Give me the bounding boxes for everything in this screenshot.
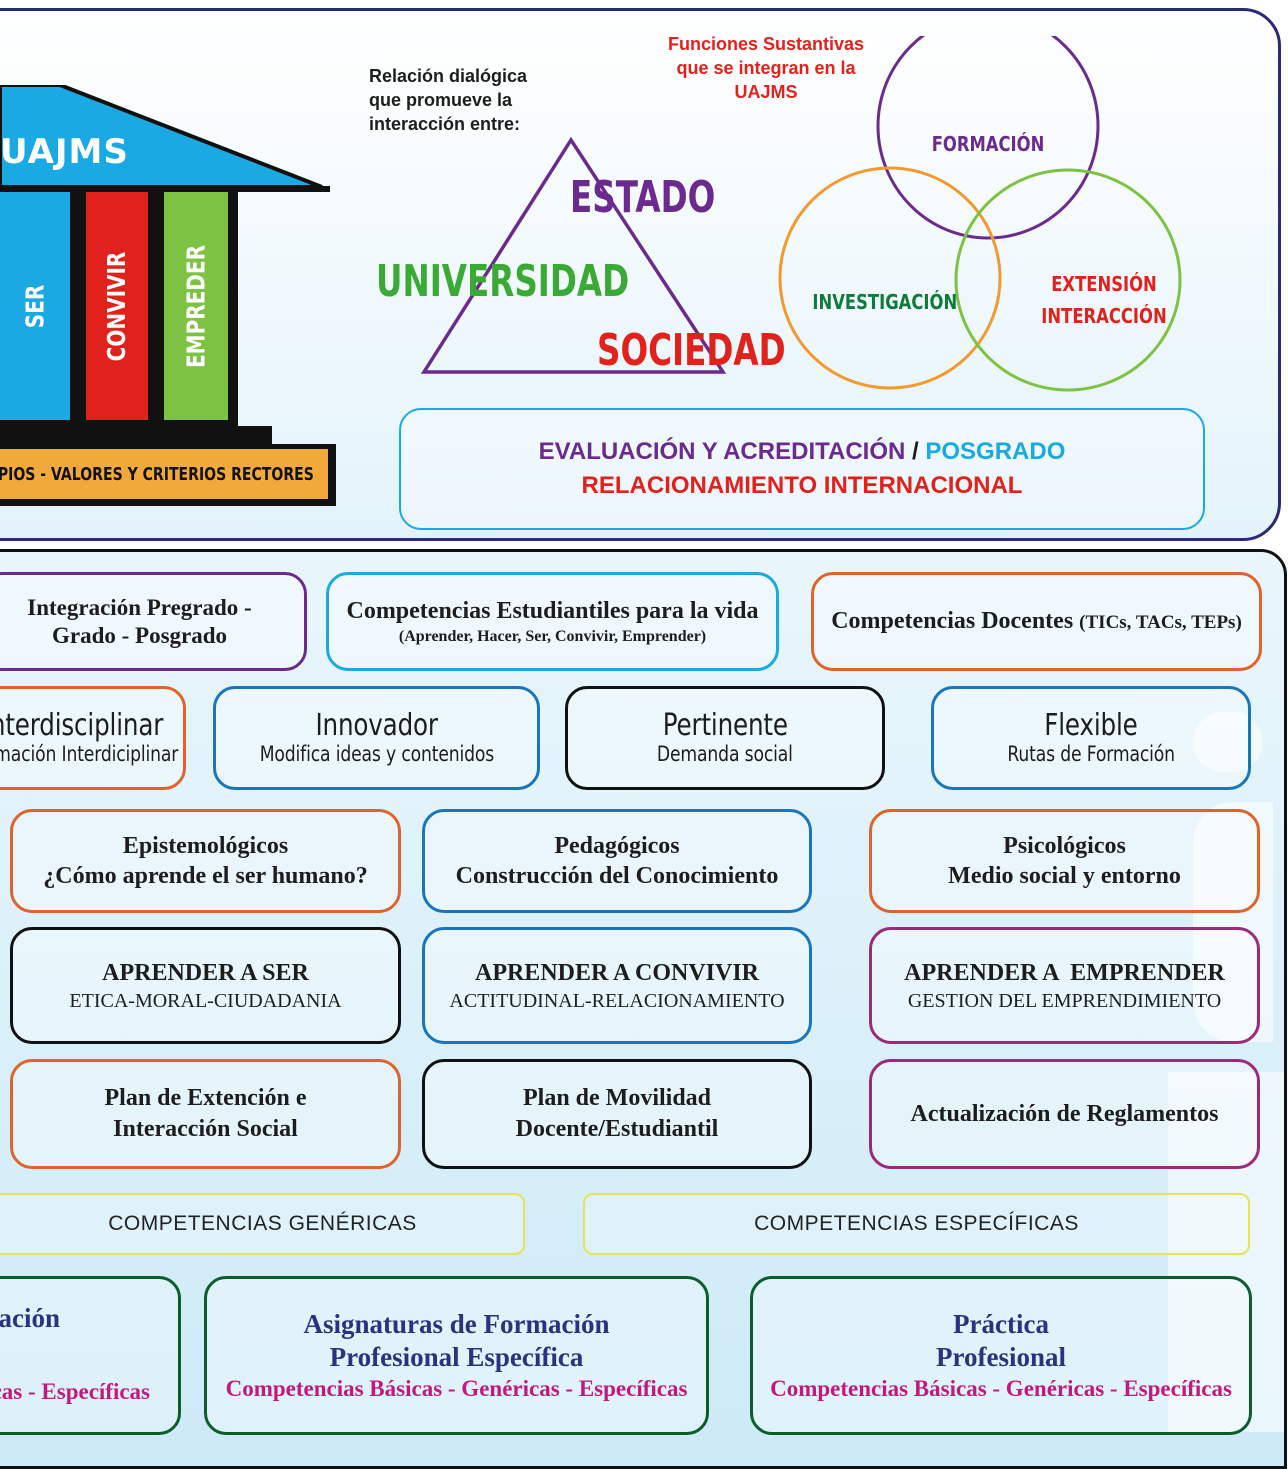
competencias-especificas-label: COMPETENCIAS ESPECÍFICAS (754, 1212, 1079, 1235)
competencias-docentes-title: Competencias Docentes (TICs, TACs, TEPs) (831, 606, 1242, 638)
asignaturas-especifica-subtitle: Competencias Básicas - Genéricas - Espec… (225, 1375, 688, 1401)
plan-extencion-title: Plan de Extención e Interacción Social (104, 1085, 307, 1142)
asignaturas-especifica-title2: Profesional Específica (329, 1341, 584, 1372)
actualizacion-title: Actualización de Reglamentos (910, 1100, 1219, 1127)
interdisciplinar-title: Interdisciplinar (0, 708, 164, 743)
asignaturas-especifica-box: Asignaturas de Formación Profesional Esp… (204, 1276, 709, 1435)
actualizacion-box: Actualización de Reglamentos (869, 1059, 1260, 1169)
competencias-genericas-label: COMPETENCIAS GENÉRICAS (108, 1212, 417, 1235)
innovador-subtitle: Modifica ideas y contenidos (259, 742, 494, 766)
competencias-docentes-label: Competencias Docentes (831, 607, 1074, 634)
aprender-convivir-title: APRENDER A CONVIVIR (474, 959, 760, 986)
venn-interaccion: INTERACCIÓN (1041, 304, 1167, 328)
innovador-box: Innovador Modifica ideas y contenidos (213, 686, 540, 790)
integracion-box: Integración Pregrado - Grado - Posgrado (0, 572, 307, 671)
temple-base-label: PRINCIPIOS - VALORES Y CRITERIOS RECTORE… (0, 463, 314, 485)
competencias-estudiantiles-title: Competencias Estudiantiles para la vida (346, 597, 759, 624)
pillar-convivir: CONVIVIR (86, 192, 148, 420)
flexible-box: Flexible Rutas de Formación (931, 686, 1251, 790)
triangle-intro: Relación dialógica que promueve la inter… (369, 66, 528, 134)
pedagogicos-box: Pedagógicos Construcción del Conocimient… (422, 809, 812, 913)
plan-movilidad-title: Plan de Movilidad Docente/Estudiantil (515, 1085, 719, 1142)
venn-title: Funciones Sustantivas que se integran en… (667, 34, 865, 102)
pedagogicos-subtitle: Construcción del Conocimiento (455, 863, 779, 889)
temple-roof-label: UAJMS (0, 132, 129, 172)
competencias-especificas-box: COMPETENCIAS ESPECÍFICAS (583, 1193, 1250, 1255)
flexible-subtitle: Rutas de Formación (1007, 742, 1175, 766)
venn-circles (778, 36, 1182, 392)
epistemologicos-box: Epistemológicos ¿Cómo aprende el ser hum… (10, 809, 401, 913)
aprender-ser-box: APRENDER A SER ETICA-MORAL-CIUDADANIA (10, 927, 401, 1044)
venn-extension: EXTENSIÓN (1051, 272, 1157, 296)
practica-subtitle: Competencias Básicas - Genéricas - Espec… (770, 1375, 1232, 1401)
pedagogicos-title: Pedagógicos (554, 833, 680, 859)
interdisciplinar-box: Interdisciplinar Formación Interdiciplin… (0, 686, 186, 790)
pillar-ser: SER (0, 192, 70, 420)
epistemologicos-subtitle: ¿Cómo aprende el ser humano? (43, 863, 368, 889)
posgrado-label: POSGRADO (925, 438, 1066, 465)
aprender-ser-title: APRENDER A SER (102, 959, 309, 986)
competencias-docentes-suffix: (TICs, TACs, TEPs) (1079, 611, 1242, 633)
competencias-docentes-box: Competencias Docentes (TICs, TACs, TEPs) (811, 572, 1262, 671)
pillar-empreder: EMPREDER (164, 192, 228, 420)
triangle-universidad: UNIVERSIDAD (376, 256, 630, 307)
interdisciplinar-subtitle: Formación Interdiciplinar (0, 742, 179, 766)
evaluation-label: EVALUACIÓN Y ACREDITACIÓN (538, 438, 906, 465)
competencias-genericas-box: COMPETENCIAS GENÉRICAS (0, 1193, 525, 1255)
psicologicos-title: Psicológicos (1003, 833, 1126, 859)
epistemologicos-title: Epistemológicos (122, 833, 289, 859)
pertinente-title: Pertinente (662, 708, 788, 743)
asignaturas-formacion-title: Asignaturas de Formación (0, 1303, 60, 1333)
venn-formacion: FORMACIÓN (931, 132, 1045, 156)
aprender-convivir-subtitle: ACTITUDINAL-RELACIONAMIENTO (449, 989, 785, 1012)
triangle-estado: ESTADO (570, 172, 716, 223)
integracion-title: Integración Pregrado - Grado - Posgrado (27, 594, 252, 648)
plan-movilidad-box: Plan de Movilidad Docente/Estudiantil (422, 1059, 812, 1169)
asignaturas-especifica-title1: Asignaturas de Formación (303, 1308, 610, 1339)
psicologicos-subtitle: Medio social y entorno (948, 863, 1181, 889)
plan-extencion-box: Plan de Extención e Interacción Social (10, 1059, 401, 1169)
pertinente-box: Pertinente Demanda social (565, 686, 885, 790)
asignaturas-formacion-box: Asignaturas de Formación Competencias Bá… (0, 1276, 181, 1435)
competencias-estudiantiles-subtitle: (Aprender, Hacer, Ser, Convivir, Emprend… (398, 627, 707, 645)
triangle-shape (420, 136, 727, 374)
aprender-ser-subtitle: ETICA-MORAL-CIUDADANIA (69, 989, 342, 1012)
pertinente-subtitle: Demanda social (657, 742, 793, 766)
venn-investigacion: INVESTIGACIÓN (812, 290, 958, 314)
triangle-sociedad: SOCIEDAD (597, 325, 786, 376)
aprender-emprender-subtitle: GESTION DEL EMPRENDIMIENTO (907, 989, 1222, 1012)
practica-profesional-box: Práctica Profesional Competencias Básica… (750, 1276, 1252, 1435)
innovador-title: Innovador (315, 708, 438, 743)
temple-base-band: PRINCIPIOS - VALORES Y CRITERIOS RECTORE… (0, 449, 328, 499)
competencias-estudiantiles-box: Competencias Estudiantiles para la vida … (326, 572, 779, 671)
evaluation-line1: EVALUACIÓN Y ACREDITACIÓN / POSGRADO (539, 435, 1066, 469)
practica-title2: Profesional (936, 1341, 1066, 1372)
practica-title1: Práctica (953, 1308, 1049, 1339)
evaluation-box: EVALUACIÓN Y ACREDITACIÓN / POSGRADO REL… (399, 408, 1205, 530)
aprender-emprender-title: APRENDER A EMPRENDER (904, 959, 1225, 986)
aprender-convivir-box: APRENDER A CONVIVIR ACTITUDINAL-RELACION… (422, 927, 812, 1044)
relacionamiento-label: RELACIONAMIENTO INTERNACIONAL (581, 472, 1023, 499)
temple-step (0, 426, 272, 444)
aprender-emprender-box: APRENDER A EMPRENDER GESTION DEL EMPREND… (869, 927, 1260, 1044)
flexible-title: Flexible (1044, 708, 1138, 743)
evaluation-separator: / (912, 438, 919, 465)
asignaturas-formacion-subtitle: Competencias Básicas - Genéricas - Espec… (0, 1379, 150, 1404)
psicologicos-box: Psicológicos Medio social y entorno (869, 809, 1260, 913)
